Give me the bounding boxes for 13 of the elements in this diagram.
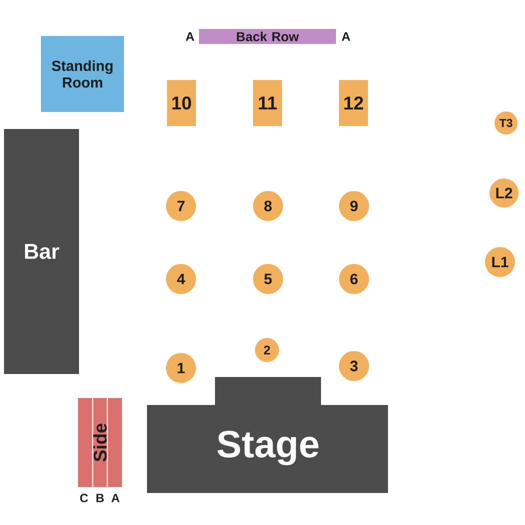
row-label: A — [342, 32, 350, 41]
bar-area: Bar — [4, 129, 79, 374]
row-label: C — [80, 494, 88, 502]
stage-block: Stage — [147, 377, 388, 493]
table-block: 12 — [339, 80, 368, 126]
row-label: B — [96, 494, 104, 502]
table-block: 10 — [167, 80, 196, 126]
standing-area: Standing Room — [41, 36, 124, 112]
row-label: A — [111, 494, 120, 502]
seating-section: Side — [78, 398, 122, 488]
row-label: A — [186, 32, 194, 41]
table-block: 11 — [253, 80, 282, 126]
seating-row: Back Row — [199, 29, 336, 44]
